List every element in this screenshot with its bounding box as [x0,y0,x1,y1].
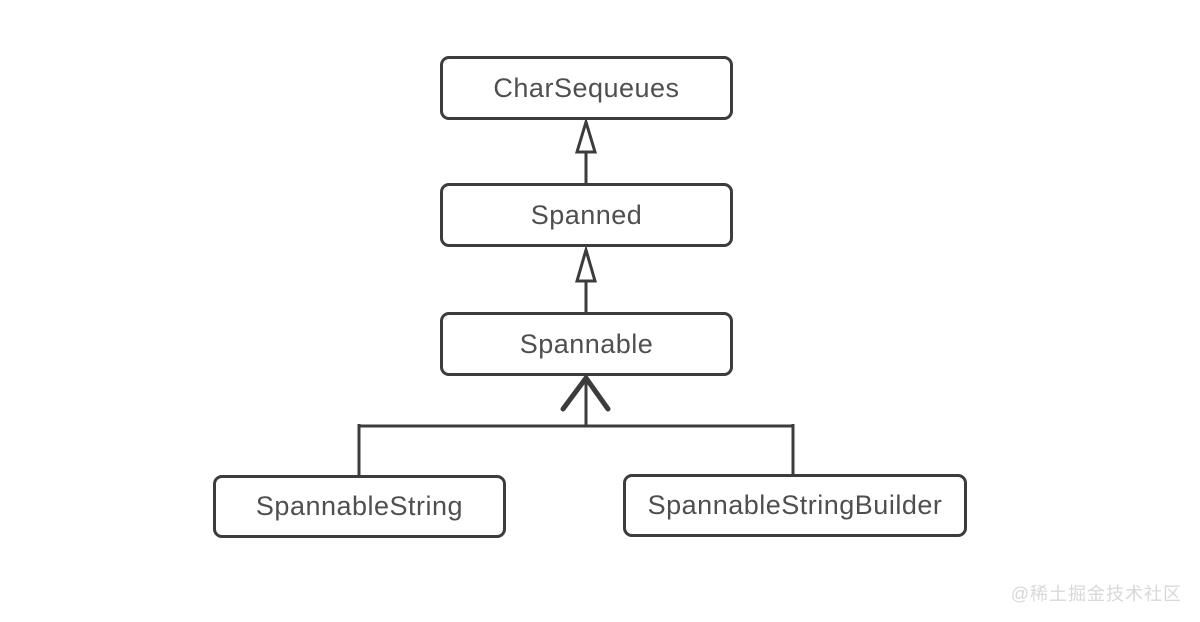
node-spanned: Spanned [440,183,733,247]
node-label: Spannable [519,328,654,359]
inheritance-arrow-icon [574,116,598,154]
node-spannable: Spannable [440,312,733,376]
open-arrow-icon [560,373,611,412]
node-label: SpannableStringBuilder [647,490,943,520]
watermark: @稀土掘金技术社区 [1010,584,1182,604]
node-spannablestringbuilder: SpannableStringBuilder [623,474,967,537]
node-charsequeues: CharSequeues [440,56,733,120]
node-label: CharSequeues [493,72,680,103]
node-spannablestring: SpannableString [213,475,506,538]
inheritance-arrow-icon [575,244,597,283]
node-label: Spanned [530,199,643,230]
node-label: SpannableString [255,491,464,521]
